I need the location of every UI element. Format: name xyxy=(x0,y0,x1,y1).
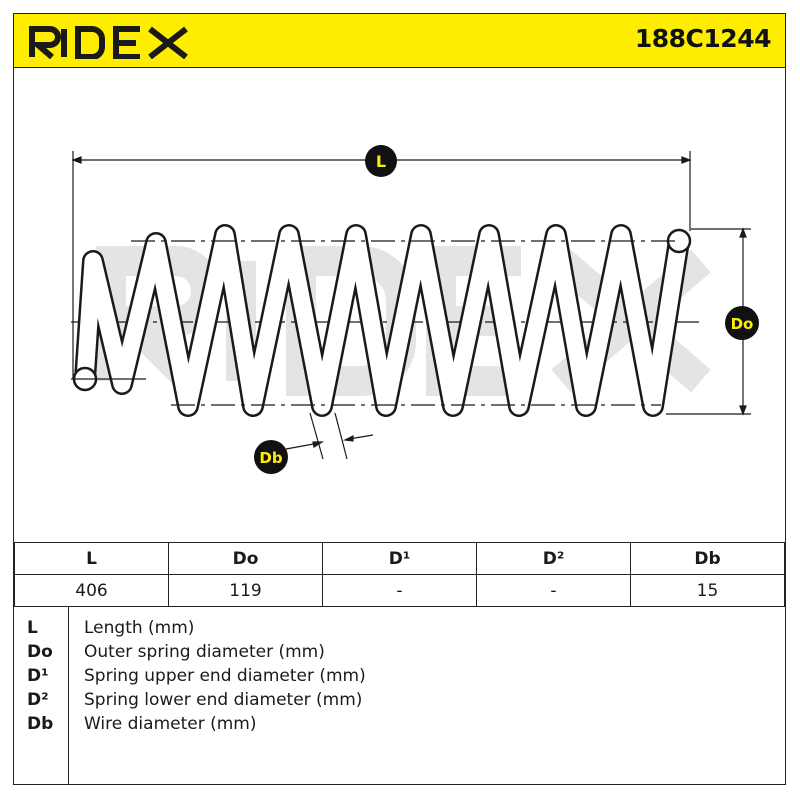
table-cell: 15 xyxy=(630,574,785,607)
table-cell: 406 xyxy=(14,574,169,607)
legend-desc: Wire diameter (mm) xyxy=(84,714,257,734)
table-header-cell: L xyxy=(14,542,169,575)
legend-code: Do xyxy=(27,642,53,662)
legend-desc: Outer spring diameter (mm) xyxy=(84,642,325,662)
spec-table: L Do D¹ D² Db 406 119 - - 15 xyxy=(14,542,785,607)
legend-code: Db xyxy=(27,714,54,734)
legend-code: L xyxy=(27,618,38,638)
legend-divider xyxy=(68,606,69,784)
table-header-row: L Do D¹ D² Db xyxy=(14,542,785,575)
legend-item: Db Wire diameter (mm) xyxy=(14,714,785,738)
length-dimension xyxy=(71,151,692,379)
legend-item: Do Outer spring diameter (mm) xyxy=(14,642,785,666)
legend-desc: Spring lower end diameter (mm) xyxy=(84,690,363,710)
legend-code: D² xyxy=(27,690,49,710)
outer-diameter-callout-label: Do xyxy=(731,315,754,333)
legend-desc: Length (mm) xyxy=(84,618,195,638)
wire-diameter-callout-label: Db xyxy=(259,449,282,467)
legend-code: D¹ xyxy=(27,666,49,686)
ridex-logo xyxy=(29,26,188,59)
wire-diameter-callout: Db xyxy=(254,440,288,474)
table-header-cell: D¹ xyxy=(322,542,477,575)
wire-end-bottom xyxy=(72,366,98,392)
legend-item: L Length (mm) xyxy=(14,618,785,642)
table-header-cell: Db xyxy=(630,542,785,575)
outer-diameter-dimension xyxy=(666,227,751,416)
table-cell: - xyxy=(476,574,631,607)
ridex-watermark xyxy=(94,246,711,396)
header-bar: 188C1244 xyxy=(14,14,785,68)
table-header-cell: Do xyxy=(168,542,323,575)
legend-item: D¹ Spring upper end diameter (mm) xyxy=(14,666,785,690)
table-row: 406 119 - - 15 xyxy=(14,574,785,607)
part-number: 188C1244 xyxy=(634,24,772,53)
length-callout-label: L xyxy=(376,152,386,171)
table-cell: - xyxy=(322,574,477,607)
wire-diameter-dimension xyxy=(285,412,374,460)
product-sheet: 188C1244 L Do D¹ D² Db 406 119 - - 15 L … xyxy=(13,13,786,785)
legend-desc: Spring upper end diameter (mm) xyxy=(84,666,366,686)
outer-diameter-callout: Do xyxy=(725,306,759,340)
legend: L Length (mm) Do Outer spring diameter (… xyxy=(14,606,785,784)
length-callout: L xyxy=(365,145,397,177)
table-cell: 119 xyxy=(168,574,323,607)
spring-coil xyxy=(74,224,690,417)
table-header-cell: D² xyxy=(476,542,631,575)
legend-item: D² Spring lower end diameter (mm) xyxy=(14,690,785,714)
wire-end-top xyxy=(666,228,692,254)
